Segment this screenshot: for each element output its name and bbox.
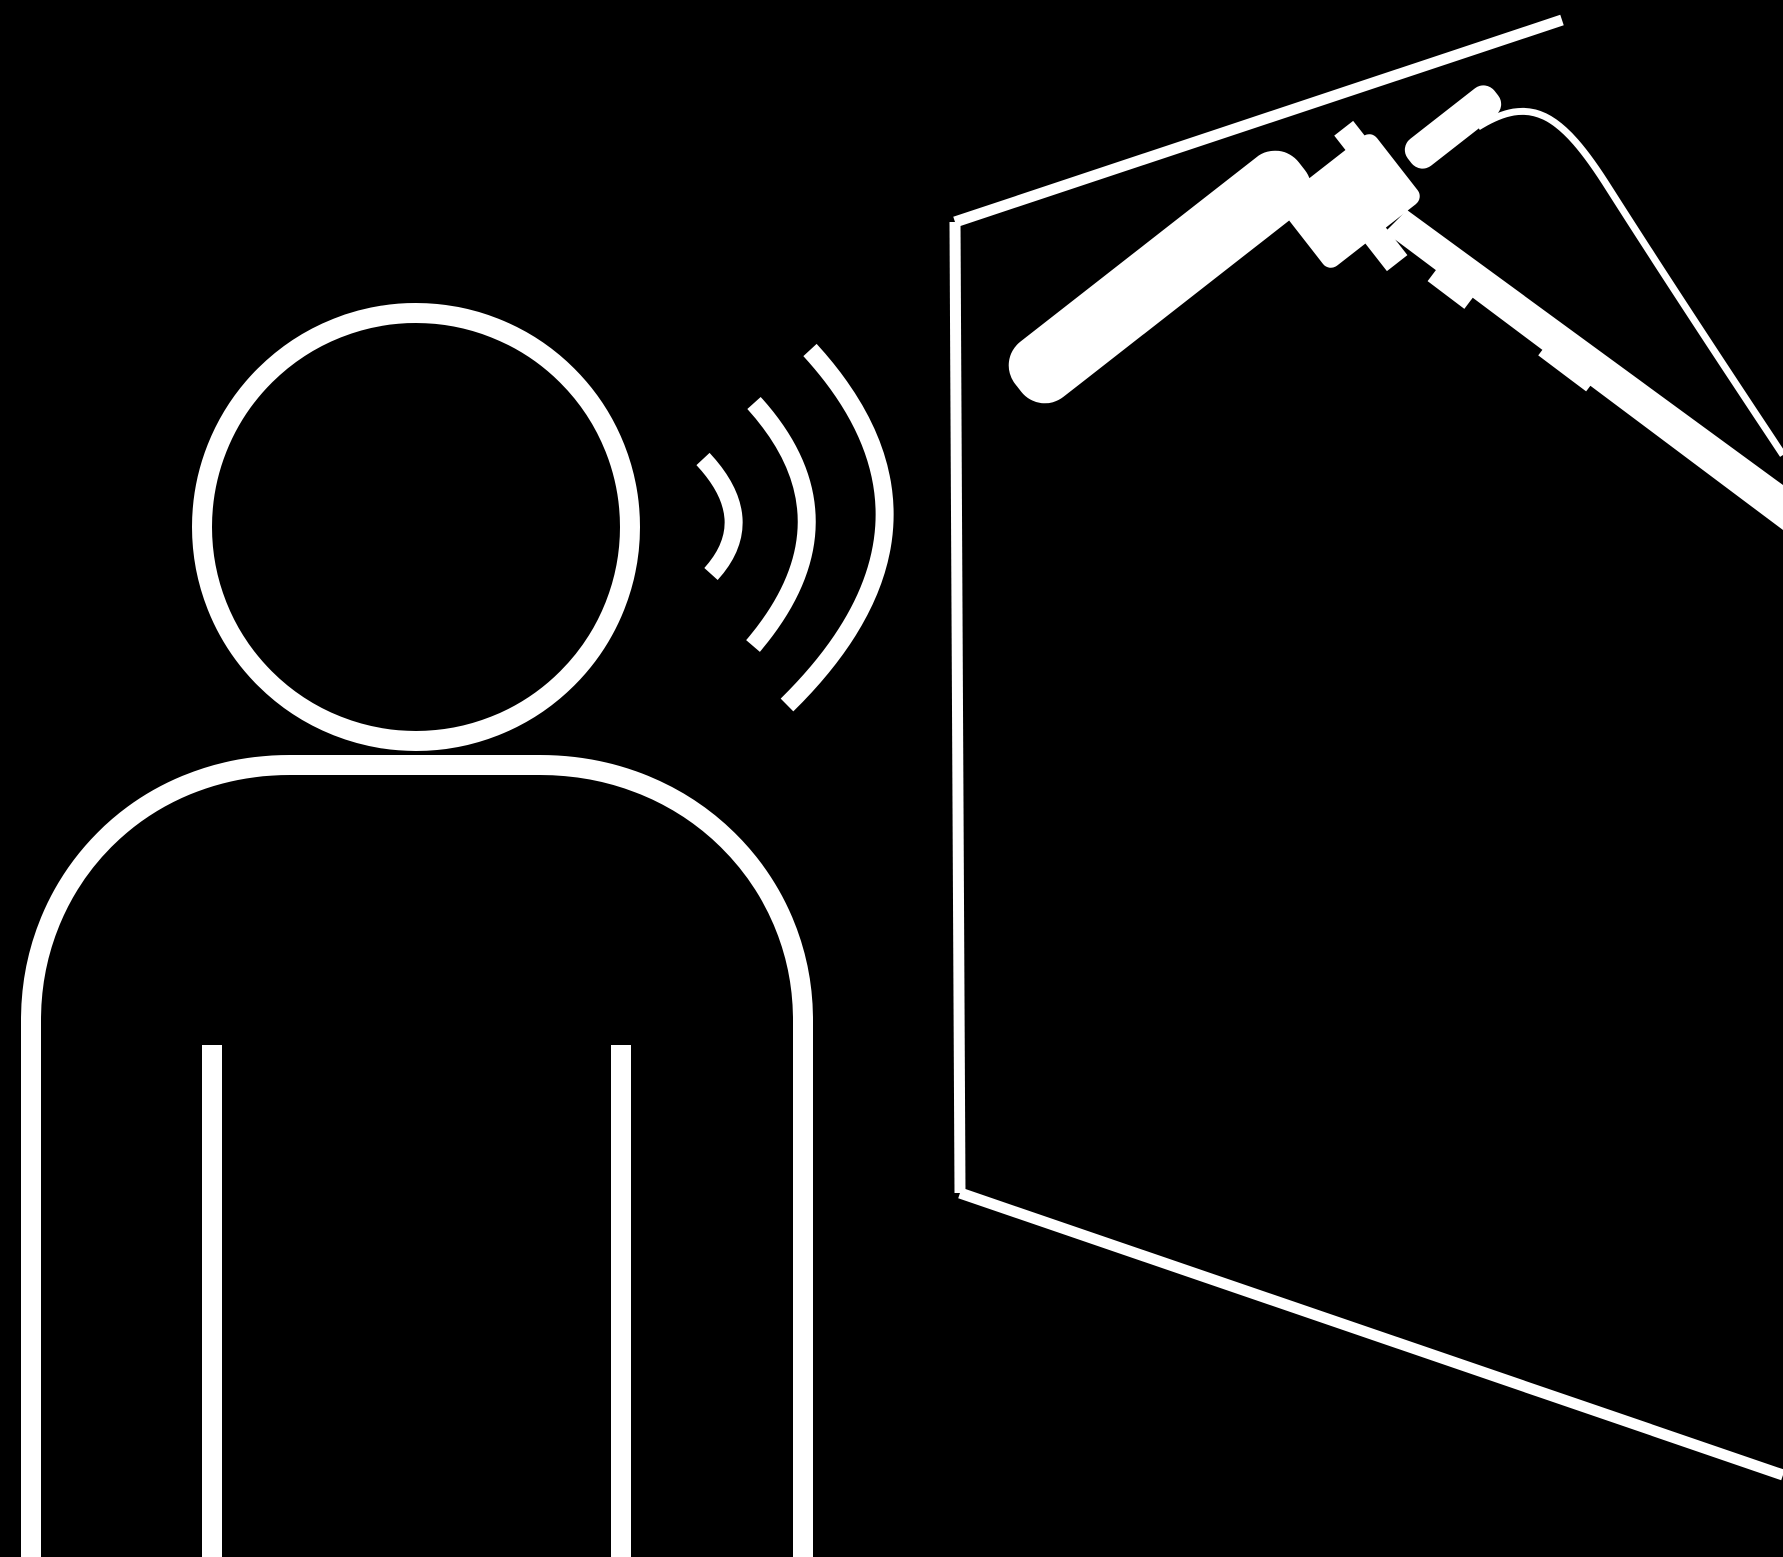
- sound-wave-medium: [753, 403, 807, 646]
- sound-wave-small: [703, 459, 734, 574]
- screen-frame-bottom-edge: [960, 1193, 1783, 1475]
- person-shoulders: [31, 765, 803, 1557]
- person-outline-icon: [31, 313, 803, 1557]
- microphone-connector: [1399, 80, 1507, 175]
- sound-waves-icon: [703, 350, 885, 705]
- person-head: [202, 313, 630, 741]
- screen-frame-left-edge: [955, 222, 960, 1193]
- microphone-body: [997, 139, 1324, 416]
